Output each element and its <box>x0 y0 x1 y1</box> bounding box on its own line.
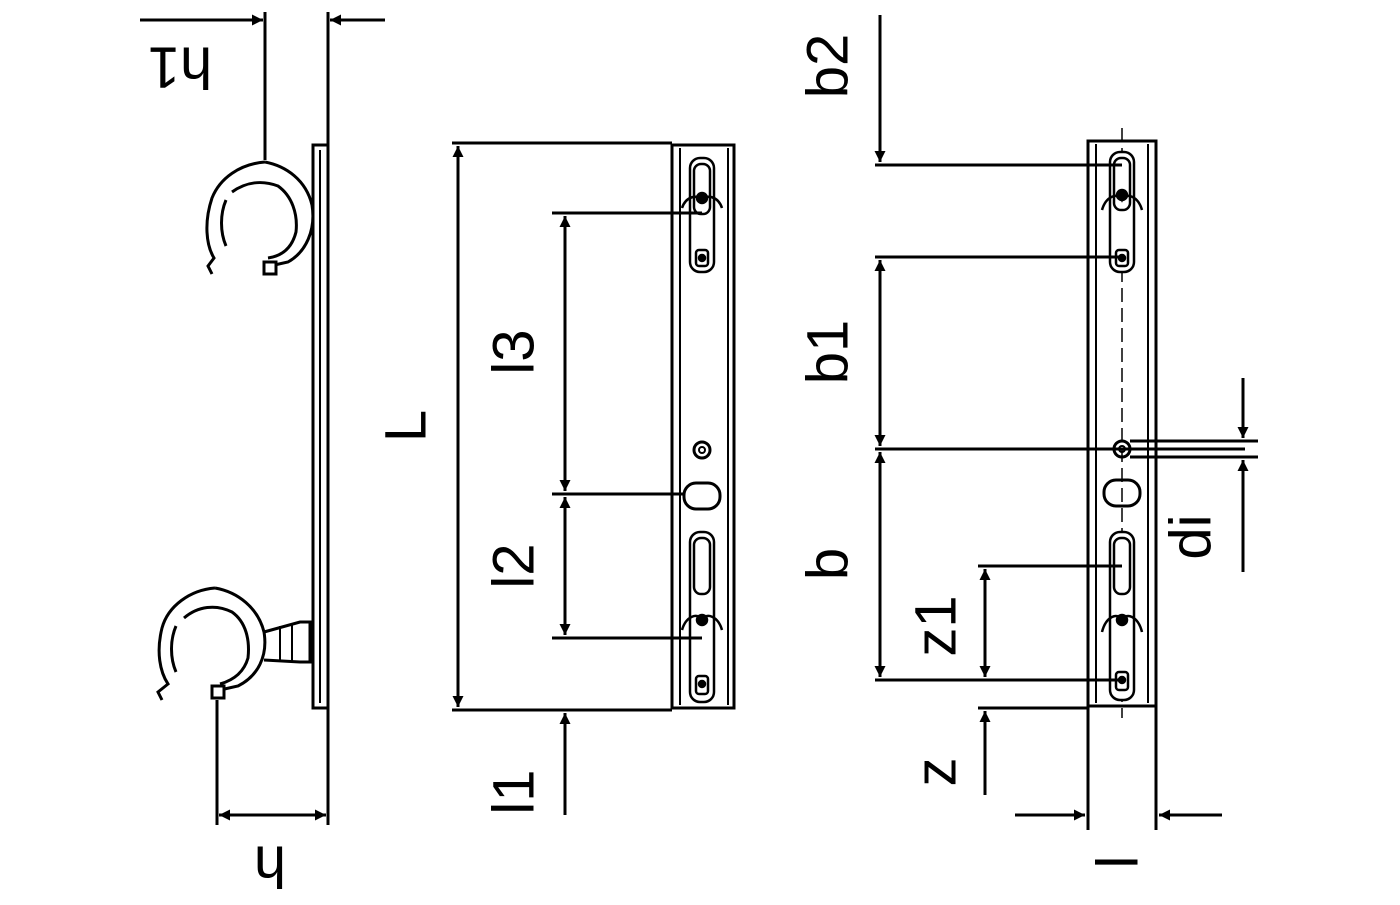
right-slot-hole-icon <box>1102 478 1142 508</box>
dimension-l3 <box>552 211 702 496</box>
upper-pipe-clamp <box>205 160 315 276</box>
label-L: L <box>373 410 438 442</box>
label-l2: l2 <box>481 543 546 588</box>
lower-holder <box>680 530 724 704</box>
label-di: di <box>1158 514 1223 559</box>
dimension-l <box>1015 706 1222 830</box>
dimension-z <box>978 706 1088 795</box>
label-z1: z1 <box>903 595 968 656</box>
side-view <box>156 143 330 710</box>
dimension-b <box>874 452 1122 682</box>
slot-hole-icon <box>682 481 722 511</box>
dimension-L <box>452 141 672 712</box>
dimension-l2 <box>552 497 702 640</box>
right-view-rail <box>1086 128 1158 718</box>
label-l3: l3 <box>481 329 546 374</box>
right-upper-holder <box>1100 150 1144 274</box>
dimension-h <box>215 700 330 825</box>
label-l: l <box>1085 856 1150 869</box>
dimension-z1 <box>978 564 1122 677</box>
dimension-di <box>1130 378 1258 572</box>
dimension-h1 <box>140 12 385 160</box>
label-h1: h1 <box>148 35 213 100</box>
dimension-b2 <box>874 15 1122 167</box>
dimension-b1 <box>874 255 1245 451</box>
screw-hole-icon <box>692 440 712 460</box>
lower-pipe-clamp <box>156 586 312 701</box>
label-z: z <box>903 758 968 787</box>
label-b: b <box>795 548 860 580</box>
label-h: h <box>254 834 286 899</box>
label-b2: b2 <box>795 34 860 99</box>
label-l1: l1 <box>481 769 546 814</box>
label-b1: b1 <box>795 320 860 385</box>
front-view-rail <box>670 143 736 710</box>
